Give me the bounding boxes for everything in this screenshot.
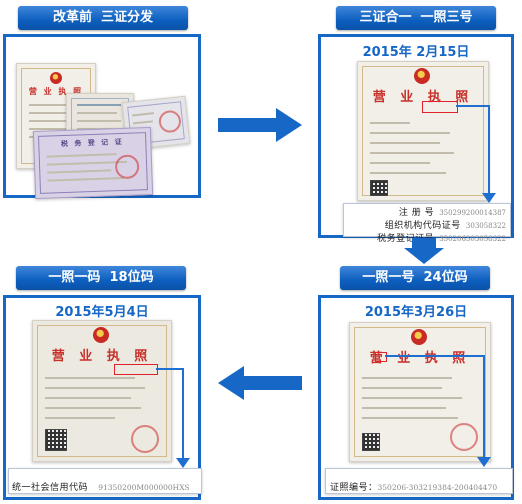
stage-tab-before-reform: 改革前 三证分发 [18,6,188,30]
field-value: 350299200014387 [439,209,506,217]
highlight-box [375,352,387,362]
field-label: 组织机构代码证号 [384,221,461,231]
stage-date: 2015年3月26日 [364,305,468,320]
field-value: 91350200M000000HXS [98,483,190,492]
field-value: 350206-303219384-200404470 [377,483,498,492]
panel-24-digit: 2015年3月26日 营 业 执 照 证照编号：350206-303219384… [318,295,514,500]
panel-18-digit: 2015年5月4日 营 业 执 照 统一社会信用代码 91350200M0000… [3,295,202,500]
stage-tab-three-in-one: 三证合一 一照三号 [336,6,496,30]
certificate-number-box: 证照编号：350206-303219384-200404470 [325,468,513,494]
license-image-tax: 税 务 登 记 证 [32,126,154,200]
field-row: 税务登记证号 350206303058322 [377,231,506,244]
license-image: 营 业 执 照 [357,61,489,201]
qr-code-icon [362,433,380,451]
field-label: 统一社会信用代码 [12,483,89,493]
panel-three-in-one: 2015年 2月15日 营 业 执 照 注 册 号 35029920001438… [318,34,514,244]
highlight-box [422,101,458,113]
arrow-down-icon [477,457,491,467]
arrow-left-icon [218,366,302,400]
highlight-box [114,364,158,375]
stage-tab-18-digit: 一照一码 18位码 [16,266,186,290]
field-label: 证照编号： [330,483,378,493]
license-title: 营 业 执 照 [51,349,153,364]
field-label: 税务登记证号 [377,234,435,244]
arrow-down-icon [404,238,444,264]
registration-numbers-box: 注 册 号 350299200014387 组织机构代码证号 303058322… [343,203,511,244]
qr-code-icon [45,429,67,451]
license-image: 营 业 执 照 [349,322,491,462]
stage-date: 2015年5月4日 [55,305,149,320]
panel-before-reform: 营 业 执 照 税 务 登 记 证 [3,34,201,200]
field-row: 注 册 号 350299200014387 [377,205,506,218]
arrow-down-icon [482,193,496,203]
field-value: 303058322 [465,222,506,230]
field-value: 350206303058322 [439,235,506,243]
license-title: 营 业 执 照 [28,86,84,96]
license-title: 营 业 执 照 [369,351,471,366]
arrow-right-icon [218,108,302,142]
license-image: 营 业 执 照 [32,320,172,462]
credit-code-box: 统一社会信用代码 91350200M000000HXS [8,468,202,494]
field-label: 注 册 号 [398,208,435,218]
arrow-down-icon [176,458,190,468]
stage-tab-24-digit: 一照一号 24位码 [340,266,490,290]
qr-code-icon [370,180,388,196]
field-row: 组织机构代码证号 303058322 [377,218,506,231]
stage-date: 2015年 2月15日 [362,45,470,60]
